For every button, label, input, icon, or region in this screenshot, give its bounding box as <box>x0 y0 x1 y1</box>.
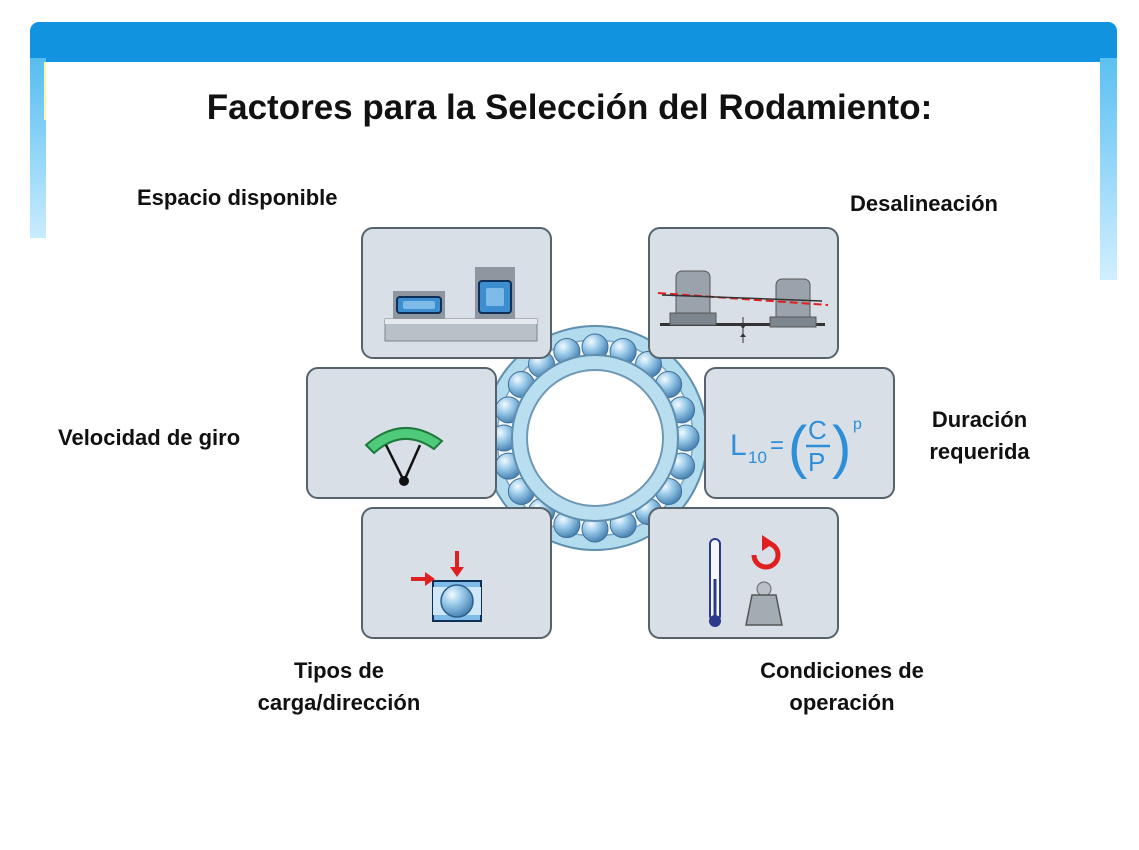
formula-open-paren: ( <box>788 415 807 480</box>
label-duracion-requerida: Duración requerida <box>912 404 1047 468</box>
space-illustration <box>384 267 538 342</box>
panel-espacio-disponible <box>361 227 552 359</box>
formula-subscript: 10 <box>748 448 767 467</box>
speed-gauge-icon <box>364 427 444 486</box>
panel-desalineacion <box>648 227 839 359</box>
label-condiciones-operacion: Condiciones de operación <box>732 655 952 719</box>
label-duracion-line2: requerida <box>929 439 1030 464</box>
panel-duracion-requerida: L 10 = ( C P ) p <box>704 367 895 499</box>
slide-right-accent <box>1100 58 1117 280</box>
bearing-bore <box>526 369 664 507</box>
panel-velocidad-giro <box>306 367 497 499</box>
panel-condiciones-operacion <box>648 507 839 639</box>
misalignment-illustration <box>657 270 829 343</box>
label-tipos-line1: Tipos de <box>293 658 385 683</box>
formula-equals: = <box>770 432 784 459</box>
bearing-diagram <box>482 325 708 551</box>
formula-P: P <box>808 447 825 477</box>
label-duracion-line1: Duración <box>931 407 1028 432</box>
formula-exponent: p <box>853 416 862 433</box>
slide-header-bar <box>30 22 1117 64</box>
label-tipos-line2: carga/dirección <box>257 690 421 715</box>
label-condiciones-line2: operación <box>789 690 895 715</box>
formula-L: L <box>730 429 747 462</box>
rotation-icon <box>751 540 781 570</box>
formula-C: C <box>808 415 827 445</box>
page-title: Factores para la Selección del Rodamient… <box>206 88 933 127</box>
label-espacio-disponible: Espacio disponible <box>137 185 338 210</box>
panel-tipos-carga <box>361 507 552 639</box>
label-velocidad-giro: Velocidad de giro <box>58 425 241 450</box>
label-condiciones-line1: Condiciones de <box>760 658 924 683</box>
operating-conditions-illustration <box>709 535 783 627</box>
label-desalineacion: Desalineación <box>850 191 998 216</box>
weight-icon <box>745 581 783 626</box>
bearing-balls <box>490 333 700 543</box>
formula-close-paren: ) <box>832 415 851 480</box>
label-tipos-carga: Tipos de carga/dirección <box>229 655 449 719</box>
slide-left-accent <box>30 58 46 238</box>
load-direction-illustration <box>411 551 482 622</box>
life-formula: L 10 = ( C P ) p <box>730 415 862 480</box>
